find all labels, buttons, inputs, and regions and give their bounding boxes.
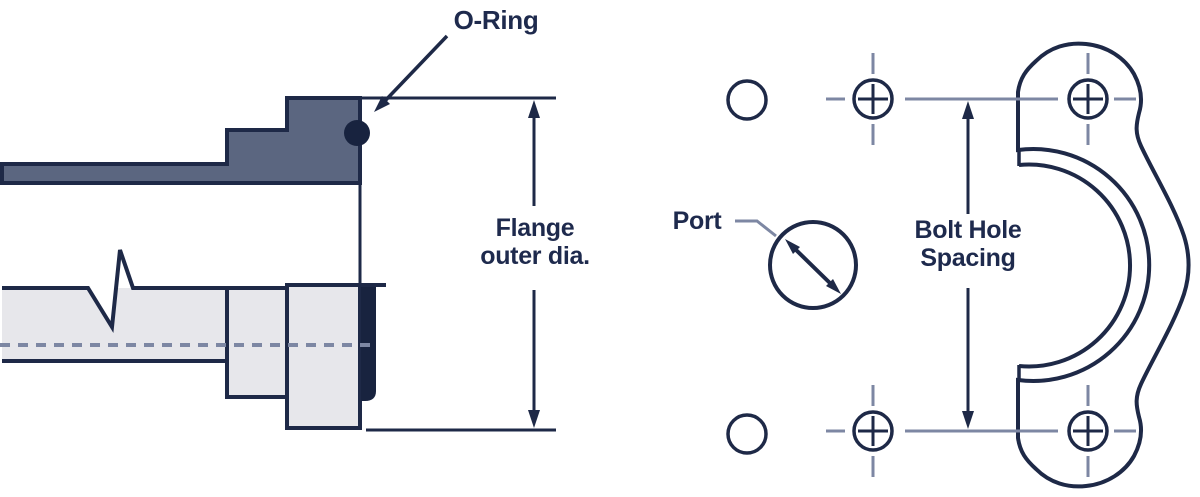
bolt-hole-spacing-label-line1: Bolt Hole (914, 216, 1022, 244)
dimension-arrow-up (528, 100, 540, 118)
tube-top-edge-with-break (2, 249, 227, 334)
clamp-bore-ridge-arc (1018, 162, 1132, 369)
flange-cross-section-view (0, 34, 556, 432)
o-ring-label: O-Ring (453, 5, 539, 35)
flange-outer-dia-label-line1: Flange (495, 214, 575, 242)
o-ring-callout-arrow (374, 34, 449, 112)
port-leader-line (735, 219, 777, 238)
clamp-outline (1016, 41, 1191, 489)
crosshair-bolt-circle-bottom (826, 385, 894, 477)
bolt-circle-top-left (726, 79, 768, 121)
flange-outer-dia-label-line2: outer dia. (480, 242, 590, 270)
bolt-hole-spacing-dimension (962, 101, 974, 429)
dimension-arrow-down (528, 410, 540, 428)
bolt-hole-spacing-label: Bolt Hole Spacing (888, 216, 1048, 272)
flange-outer-dia-dimension (360, 96, 556, 432)
bolt-circle-bottom-left (726, 413, 768, 455)
flange-head-block (285, 283, 362, 430)
break-symbol-mask (88, 250, 133, 327)
collar-block (225, 286, 289, 399)
bolt-hole-spacing-label-line2: Spacing (920, 244, 1016, 272)
o-ring-dot (344, 120, 370, 146)
bolt-pattern-view (726, 41, 1191, 489)
clamp-bolt-hole-top (1067, 53, 1136, 145)
crosshair-bolt-circle-top (826, 53, 894, 145)
port-circle (768, 220, 858, 310)
dimension-arrow-up (962, 101, 974, 119)
clamp-bolt-hole-bottom (1067, 385, 1136, 477)
flange-upper-section (0, 96, 362, 185)
dimension-arrow-down (962, 411, 974, 429)
flange-outer-dia-label: Flange outer dia. (455, 214, 615, 270)
port-label: Port (672, 207, 722, 235)
